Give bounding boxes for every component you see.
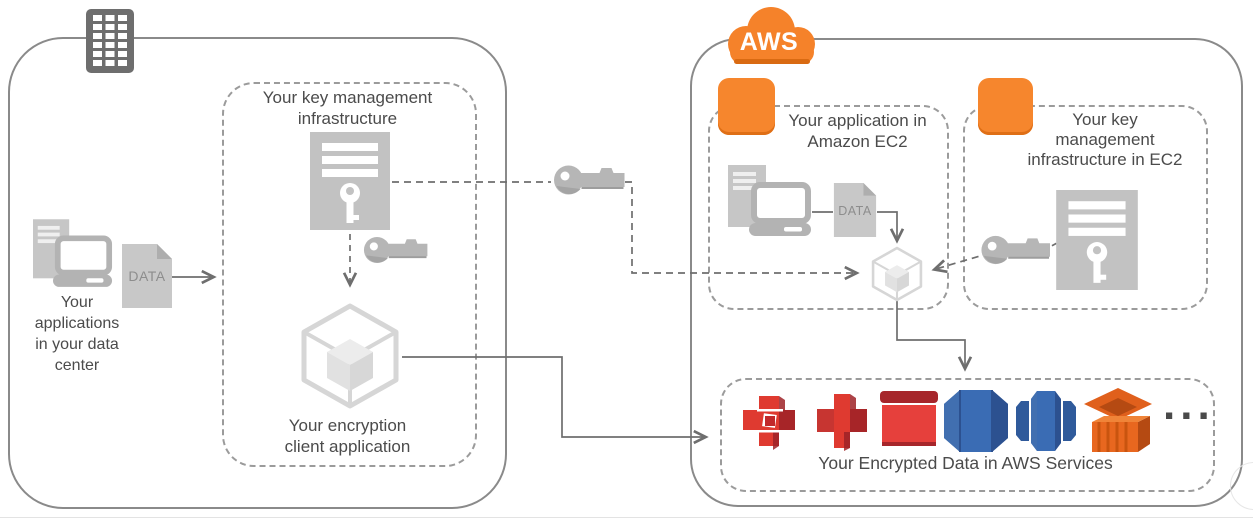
data-center-region [8,37,507,509]
encryption-client-label: Your encryption client application [284,416,411,456]
key-server-icon [310,132,390,230]
encryption-cube-icon [300,303,400,409]
ec2-key-server-icon [1055,190,1139,290]
emr-icon [1082,388,1154,454]
master-key-icon [362,232,428,268]
aws-cloud-label: AWS [739,28,799,56]
ec2-instance-icon [978,78,1033,135]
ec2-instance-icon [718,78,775,135]
data-center-apps-label: Your applications in your data center [34,294,120,374]
building-icon [86,9,134,73]
key-mgmt-ec2-label: Your key management infrastructure in EC… [1027,110,1183,169]
ec2-application-icon [727,165,813,239]
rds-icon [1013,389,1079,453]
ec2-key-icon [980,230,1050,270]
encrypted-services-label: Your Encrypted Data in AWS Services [818,453,1113,473]
s3-icon [737,390,803,452]
key-management-infra-group [222,82,477,467]
app-in-ec2-label: Your application in Amazon EC2 [788,111,927,151]
key-mgmt-infra-label: Your key management infrastructure [262,88,433,128]
encrypted-services-group [720,378,1215,492]
dynamodb-icon [942,389,1010,453]
ebs-volume-icon [811,390,873,452]
more-services-ellipsis: ... [1163,380,1215,429]
glacier-icon [879,391,939,451]
key-mgmt-ec2-group [963,105,1208,310]
data-document-ec2-label: DATA [838,204,872,218]
data-document-label: DATA [128,268,166,284]
encryption-cube-ec2-icon [871,246,923,302]
transfer-key-icon [552,160,625,200]
applications-icon [33,219,113,290]
